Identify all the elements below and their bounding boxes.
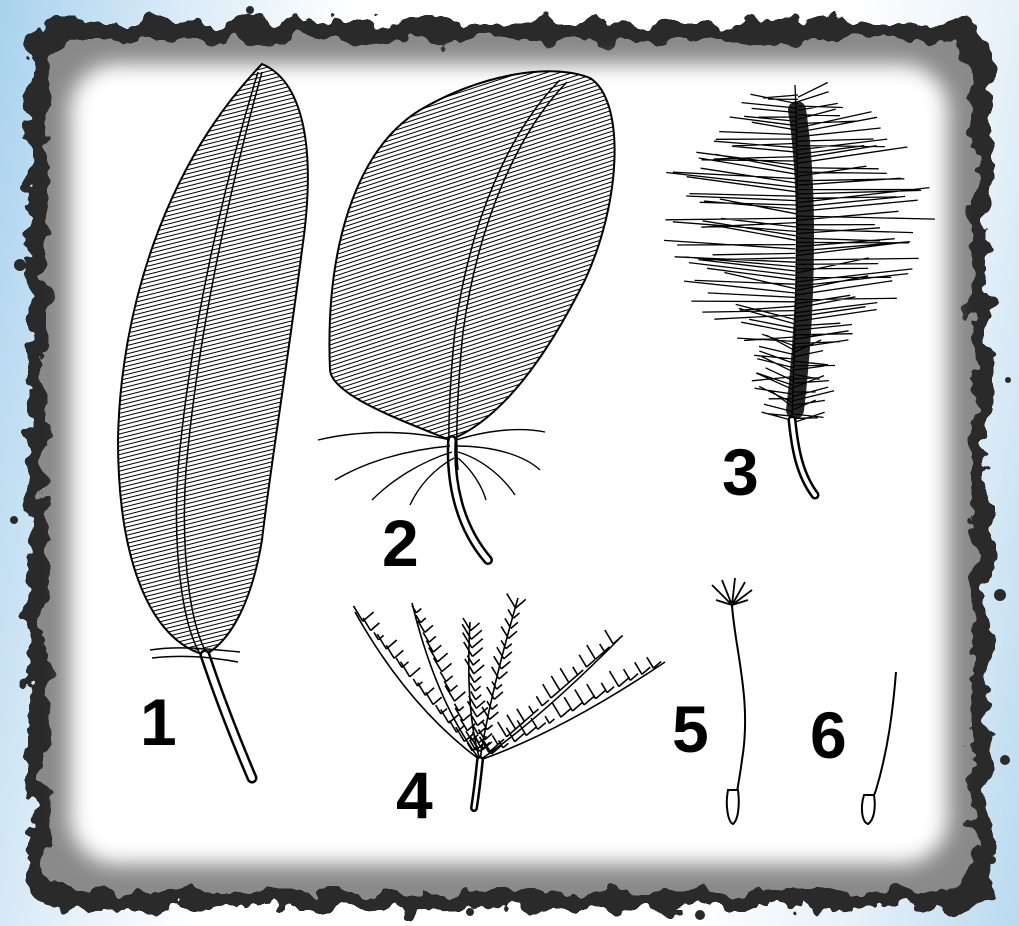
label-1: 1	[140, 685, 177, 759]
label-6: 6	[810, 698, 847, 772]
label-2: 2	[382, 506, 419, 580]
label-3: 3	[722, 435, 759, 509]
label-5: 5	[672, 692, 709, 766]
label-4: 4	[396, 758, 433, 832]
